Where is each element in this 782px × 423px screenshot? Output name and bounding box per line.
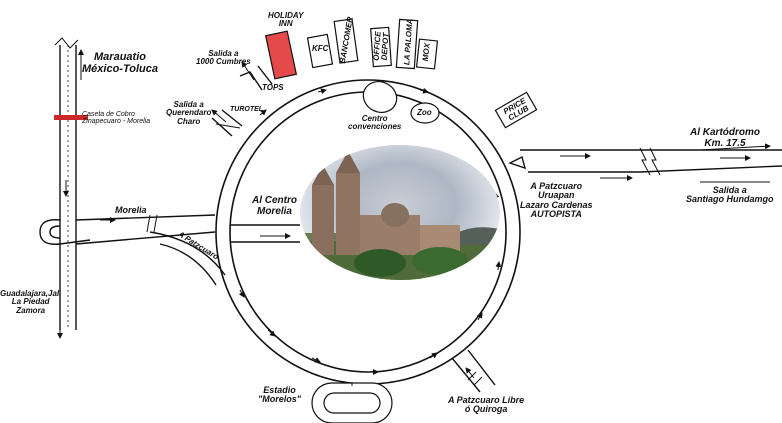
highway-vertical (54, 37, 84, 339)
label-patzcuaro-autopista: A Patzcuaro Uruapan Lazaro Cardenas AUTO… (520, 181, 593, 220)
label-salida-1000-cumbres: Salida a 1000 Cumbres (196, 49, 251, 67)
label-centro-convenciones: Centro convenciones (348, 114, 402, 132)
label-morelia: Morelia (115, 205, 147, 215)
road-exit-1000-cumbres (239, 61, 273, 91)
cathedral-illustration (300, 151, 500, 280)
holiday-inn-building (264, 30, 298, 80)
road-exit-querendaro (211, 109, 243, 137)
buildings (264, 18, 538, 129)
label-patzcuaro-libre: A Patzcuaro Libre ó Quiroga (448, 395, 525, 415)
label-salida-querendaro: Salida a Querendaro Charo (166, 100, 212, 126)
label-kartodromo: Al Kartódromo Km. 17.5 (690, 127, 760, 149)
highway-east (508, 143, 782, 183)
zoo-shape (410, 102, 440, 124)
label-zoo: Zoo (417, 108, 432, 117)
stadium (311, 382, 393, 423)
label-office-depot: OFFICE DEPOT (371, 31, 391, 61)
label-tops: TOPS (262, 83, 284, 92)
toll-booth-marker (54, 115, 88, 120)
label-al-centro-morelia: Al Centro Morelia (252, 195, 297, 217)
label-turotel: TUROTEL (230, 106, 264, 113)
label-santiago: Salida a Santiago Hundamgo (686, 185, 774, 205)
label-estadio: Estadio "Morelos" (258, 385, 302, 405)
road-patzcuaro-libre (451, 349, 496, 393)
road-morelia-west (39, 214, 216, 245)
label-marauatio: Marauatio México-Toluca (82, 51, 158, 75)
label-caseta: Caseta de Cobro Zinapecuaro - Morelia (82, 111, 151, 126)
label-holiday-inn: HOLIDAY INN (268, 11, 304, 29)
cathedral-photo (300, 145, 500, 280)
road-centro (230, 224, 300, 243)
road-patzcuaro-southwest (149, 231, 226, 286)
label-guadalajara: Guadalajara,Jal. La Piedad Zamora (0, 289, 62, 315)
convention-center-shape (362, 81, 398, 113)
label-kfc: KFC (312, 44, 329, 53)
